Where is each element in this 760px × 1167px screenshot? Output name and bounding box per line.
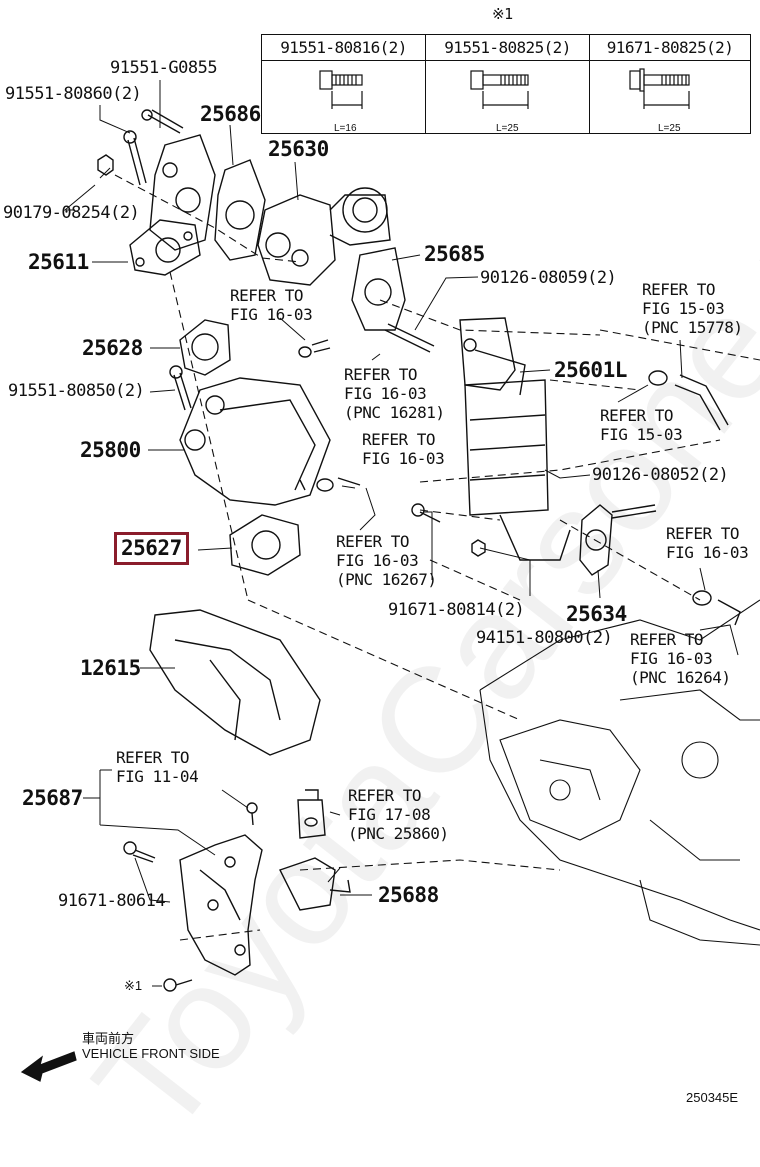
part-25634[interactable]: 25634 [566,602,627,626]
bolt-note1 [163,978,193,992]
table-note-mark: ※1 [492,5,513,23]
stud-90126-08052 [611,504,657,519]
bracket-25687 [179,834,263,976]
gasket-25634 [579,504,613,576]
bolt-table-len-1: L=16 [334,123,357,134]
bolt-table-len-3: L=25 [658,123,681,134]
insulator-12615 [149,609,321,756]
bolt-table: 91551-80816(2) L=16 91551-80825(2) L=25 [261,34,751,134]
gasket-25685 [351,247,406,331]
bolt-table-head-1: 91551-80816(2) [262,35,425,61]
part-25688[interactable]: 25688 [378,883,439,907]
part-90126-08052[interactable]: 90126-08052(2) [592,465,729,485]
flange-25611 [129,219,201,276]
nut-90179-08254 [97,154,114,176]
part-25685[interactable]: 25685 [424,242,485,266]
bolt-table-col-2: 91551-80825(2) L=25 [426,35,590,134]
gasket-25627 [229,514,301,576]
egr-valve-25630 [257,187,391,286]
hose-clamp-2 [648,370,668,386]
bolt-table-len-2: L=25 [496,123,519,134]
hose-clamp-3 [692,590,741,626]
diagram-drawing [20,80,760,1082]
gasket-25628 [179,319,231,376]
bolt-91551-80860 [123,130,147,186]
parts-diagram: ToyotaCarsone.ru [3,5,760,1165]
bolt-table-head-2: 91551-80825(2) [426,35,589,61]
part-25628[interactable]: 25628 [82,336,143,360]
part-25627-highlighted[interactable]: 25627 [114,532,189,565]
bolt-91671-80614 [123,841,156,863]
hose-clamp-1 [316,477,361,492]
bracket-25688 [279,857,351,911]
bolt-91551-G0855 [141,109,184,134]
part-25611[interactable]: 25611 [28,250,89,274]
part-25687[interactable]: 25687 [22,786,83,810]
front-arrow-icon [20,1051,77,1082]
gasket-25686 [149,134,216,251]
leader-lines [63,80,739,987]
part-25800[interactable]: 25800 [80,438,141,462]
part-90126-08059[interactable]: 90126-08059(2) [480,268,617,288]
clip-16-03 [298,339,331,358]
sensor-25860 [297,789,326,839]
stud-90126-08059 [384,323,435,353]
bolt-table-col-1: 91551-80816(2) L=16 [262,35,426,134]
bolt-note-mark: ※1 [124,978,143,993]
part-91551-80850[interactable]: 91551-80850(2) [8,381,145,401]
bolt-table-head-3: 91671-80825(2) [590,35,750,61]
bolt-91551-80850 [169,365,192,411]
bolt-11-04 [246,802,258,826]
part-12615[interactable]: 12615 [80,656,141,680]
part-91671-80814[interactable]: 91671-80814(2) [388,600,525,620]
part-25601L[interactable]: 25601L [554,358,627,382]
bolt-table-col-3: 91671-80825(2) L=25 [590,35,750,134]
flange-bolt-25-icon [629,68,690,109]
diagram-id: 250345E [686,1090,739,1105]
part-25630[interactable]: 25630 [268,137,329,161]
part-90179-08254[interactable]: 90179-08254(2) [3,203,140,223]
bolt-25-icon [470,70,529,109]
part-25686[interactable]: 25686 [200,102,261,126]
part-91551-80860[interactable]: 91551-80860(2) [5,84,142,104]
egr-cooler-25601L [459,317,571,561]
hose-15-03 [674,374,729,431]
dashed-guides [114,174,760,941]
part-94151-80800[interactable]: 94151-80800(2) [476,628,613,648]
part-91551-G0855[interactable]: 91551-G0855 [110,58,218,78]
gasket-plate [214,159,266,261]
bolt-16-icon [319,70,363,109]
part-91671-80614[interactable]: 91671-80614 [58,891,166,911]
bolt-91671-80814 [411,503,441,523]
nut-94151-80800 [471,539,486,557]
front-label-en: VEHICLE FRONT SIDE [82,1046,220,1061]
front-label-jp: 車両前方 [82,1031,135,1046]
cover-25800 [179,377,331,506]
